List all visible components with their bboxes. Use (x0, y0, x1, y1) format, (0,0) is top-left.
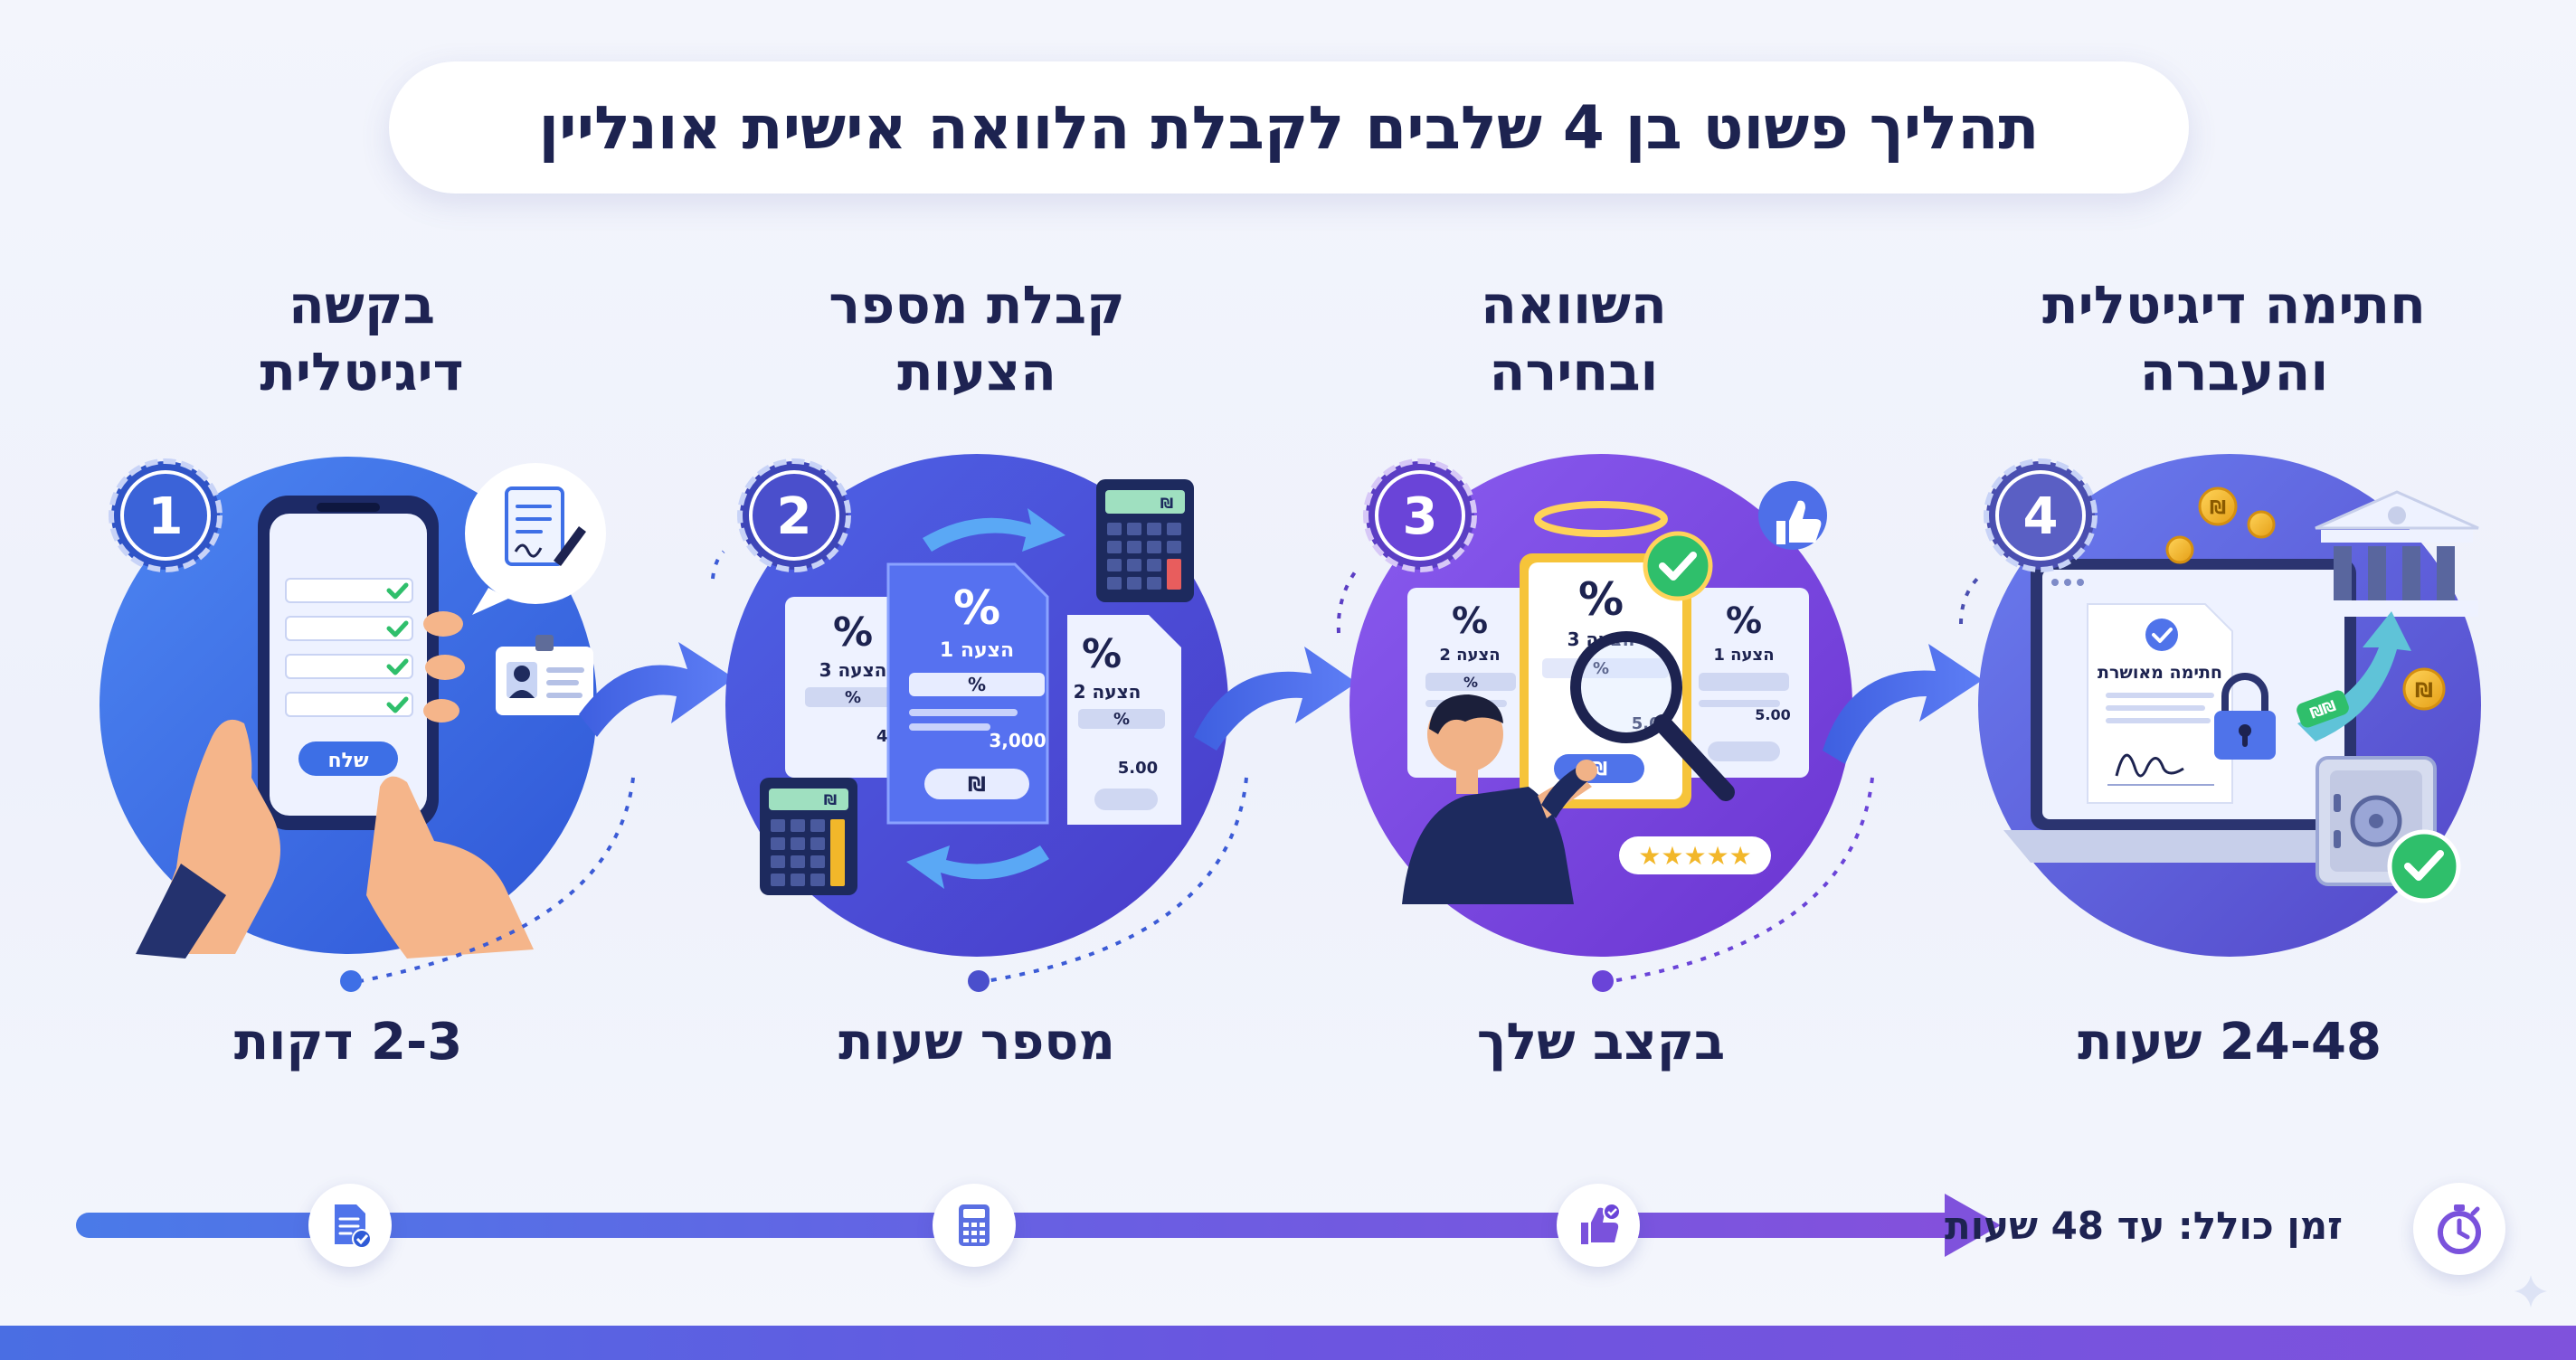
step-3-title-text: השוואה ובחירה (1481, 274, 1667, 402)
step-2-time: מספר שעות (838, 1013, 1115, 1072)
step-4-title: חתימה דיגיטלית והעברה (1945, 271, 2524, 405)
total-time-label: זמן כולל: עד 48 שעות (1945, 1203, 2343, 1248)
thumbs-up-icon (1581, 1203, 1621, 1244)
step-4-illustration: חתימה מאושרת (1959, 454, 2481, 957)
document-check-icon (335, 1204, 372, 1249)
step-4-badge: 4 (1984, 458, 2098, 572)
step-1-illustration: שלח (99, 457, 635, 992)
step-3-number: 3 (1403, 487, 1438, 546)
step-2-title: קבלת מספר הצעות (687, 271, 1266, 405)
timeline-bar (76, 1213, 1966, 1238)
bank-icon (2315, 490, 2479, 617)
svg-text:%: % (1726, 600, 1762, 642)
svg-text:%: % (1578, 573, 1624, 626)
sparkle-icon (2514, 1275, 2547, 1308)
timeline-node-timer (2413, 1183, 2505, 1275)
arrow-2-3 (1194, 647, 1357, 751)
svg-text:5.00: 5.00 (1755, 706, 1790, 723)
step-2-illustration: % הצעה 3 % 4.0 % הצעה 2 % 5.00 % הצעה 1 … (711, 454, 1248, 992)
page-title: תהליך פשוט בן 4 שלבים לקבלת הלוואה אישית… (538, 92, 2040, 163)
svg-text:₪: ₪ (1160, 495, 1173, 512)
rating-card: ★★★★★ (1619, 836, 1771, 874)
svg-text:%: % (953, 581, 1000, 636)
step-1-dot (340, 970, 362, 992)
step-2-number: 2 (777, 487, 812, 546)
approved-document: חתימה מאושרת (2087, 603, 2233, 804)
step-1-title: בקשה דיגיטלית (72, 271, 651, 405)
timeline-node-document (308, 1184, 392, 1267)
svg-text:₪: ₪ (968, 774, 986, 797)
calculator-top: ₪ (1096, 479, 1194, 602)
svg-text:3,000: 3,000 (989, 730, 1046, 751)
svg-text:%: % (833, 609, 873, 656)
step-1-badge: 1 (109, 458, 223, 572)
step-2-dot (968, 970, 990, 992)
phone: שלח (258, 496, 439, 830)
calculator-bottom: ₪ (760, 778, 857, 895)
timeline-arrowhead (1945, 1194, 2001, 1257)
offer-card-compare-right: % הצעה 1 5.00 (1682, 588, 1809, 778)
magnifying-glass-icon (1570, 631, 1735, 801)
timeline-node-approval (1557, 1184, 1640, 1267)
tapping-hand (366, 776, 534, 959)
transfer-arrow: ₪₪ (2297, 611, 2411, 741)
step-3-dot (1592, 970, 1614, 992)
step-1-number: 1 (148, 487, 184, 546)
lock-icon (2214, 673, 2276, 760)
svg-text:₪: ₪ (824, 791, 837, 808)
step-3-badge: 3 (1363, 458, 1477, 572)
step-1-time: 2-3 דקות (233, 1013, 463, 1072)
svg-text:₪: ₪ (2210, 496, 2226, 518)
step-2-badge: 2 (737, 458, 851, 572)
document-title: חתימה מאושרת (2098, 663, 2222, 683)
title-banner: תהליך פשוט בן 4 שלבים לקבלת הלוואה אישית… (389, 61, 2189, 194)
step-3-illustration: % הצעה 2 % % הצעה 1 5.00 % הצעה 3 % 5.00 (1336, 454, 1874, 992)
offer-card-right: % הצעה 2 % 5.00 (1067, 615, 1181, 825)
coins: ₪ ₪ (2165, 486, 2446, 711)
send-button (298, 741, 398, 776)
step-4-time: 24-48 שעות (2078, 1013, 2382, 1072)
step-4-number: 4 (2023, 487, 2059, 546)
step-3-time: בקצב שלך (1476, 1013, 1726, 1072)
svg-text:%: % (845, 688, 861, 707)
svg-text:₪: ₪ (2415, 680, 2433, 703)
id-card-icon (496, 635, 593, 715)
svg-text:הצעה 2: הצעה 2 (1439, 646, 1500, 665)
svg-text:%: % (1452, 600, 1488, 642)
svg-text:הצעה 3: הצעה 3 (819, 659, 887, 681)
calculator-icon (959, 1204, 990, 1246)
offer-card-main: % הצעה 1 % 3,000 ₪ (886, 562, 1049, 825)
bottom-accent-bar (0, 1326, 2576, 1360)
svg-text:הצעה 1: הצעה 1 (1713, 646, 1774, 665)
svg-text:הצעה 2: הצעה 2 (1074, 681, 1141, 703)
success-check-icon (2387, 829, 2461, 903)
step-4-title-text: חתימה דיגיטלית והעברה (2042, 274, 2426, 402)
rating-stars: ★★★★★ (1638, 841, 1752, 871)
step-3-title: השוואה ובחירה (1284, 271, 1863, 405)
svg-text:הצעה 1: הצעה 1 (940, 639, 1014, 662)
timeline-node-calculator (933, 1184, 1016, 1267)
thumbs-up-bubble (1758, 481, 1827, 550)
svg-text:%: % (1593, 659, 1609, 678)
svg-text:%: % (1082, 631, 1122, 677)
arrow-3-4 (1823, 644, 1983, 764)
stopwatch-icon (2438, 1204, 2481, 1254)
svg-text:5.00: 5.00 (1118, 759, 1158, 778)
send-button-label: שלח (327, 750, 368, 772)
step-1-title-text: בקשה דיגיטלית (260, 274, 464, 402)
svg-text:%: % (1463, 674, 1478, 691)
step-2-title-text: קבלת מספר הצעות (829, 274, 1125, 402)
person-figure (1402, 694, 1597, 904)
arrow-1-2 (579, 642, 734, 737)
signed-document-icon (465, 463, 606, 615)
timeline (76, 1194, 2001, 1257)
svg-text:%: % (968, 674, 986, 695)
svg-text:%: % (1113, 710, 1130, 729)
